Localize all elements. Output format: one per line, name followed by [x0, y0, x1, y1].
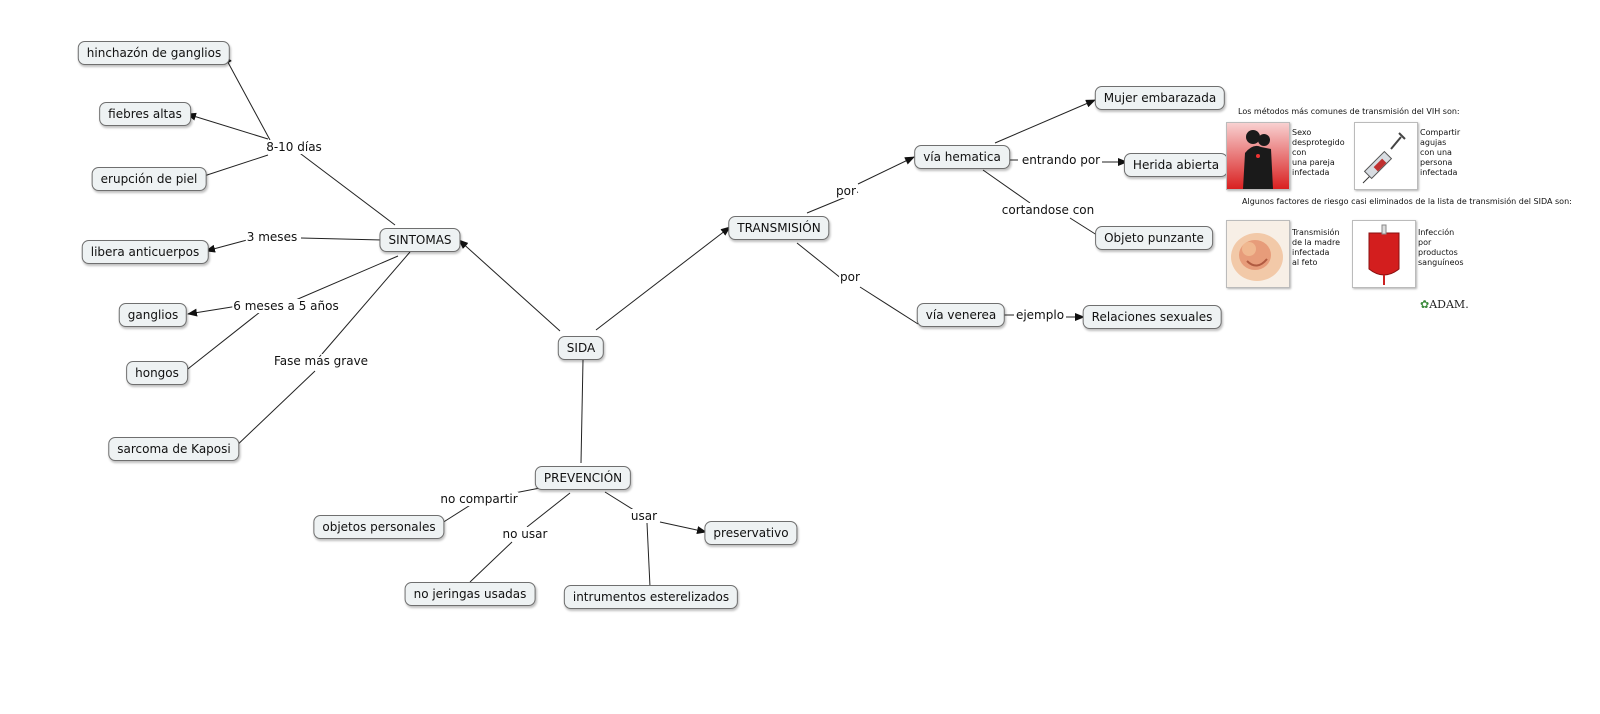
node-no-jeringas[interactable]: no jeringas usadas	[404, 582, 536, 606]
couple-silhouette-icon	[1227, 123, 1289, 189]
node-hinchazon-ganglios[interactable]: hinchazón de ganglios	[77, 41, 231, 65]
edge-3meses-libera	[205, 239, 248, 253]
node-via-hematica[interactable]: vía hematica	[914, 145, 1010, 169]
edge-sida-prevencion	[580, 359, 584, 464]
edge-sintomas-fase	[321, 251, 411, 355]
thumb-couple-image	[1226, 122, 1290, 190]
edge-nousar-jeringas	[469, 541, 513, 583]
node-transmision[interactable]: TRANSMISIÓN	[728, 216, 830, 240]
link-entrando-por: entrando por	[1020, 153, 1102, 167]
edge-sintomas-6meses	[283, 255, 399, 306]
node-erupcion-piel[interactable]: erupción de piel	[91, 167, 207, 191]
adam-logo-text: ADAM.	[1429, 298, 1469, 311]
fetus-icon	[1227, 221, 1289, 287]
link-8-10-dias: 8-10 días	[265, 140, 323, 154]
node-objetos-personales[interactable]: objetos personales	[313, 515, 445, 539]
node-hongos[interactable]: hongos	[126, 361, 188, 385]
node-libera-anticuerpos[interactable]: libera anticuerpos	[81, 240, 209, 264]
syringe-icon	[1355, 123, 1417, 189]
node-instrumentos[interactable]: intrumentos esterelizados	[563, 585, 739, 609]
edge-usar-instrumentos	[646, 522, 651, 588]
edge-nocompartir-objetos	[441, 503, 473, 524]
edge-6meses-ganglios	[187, 305, 239, 317]
thumb-syringe-image	[1354, 122, 1418, 190]
item-infeccion-productos: Infección por productos sanguíneos	[1418, 228, 1464, 267]
link-fase-grave: Fase más grave	[272, 354, 370, 368]
node-via-venerea[interactable]: vía venerea	[916, 303, 1006, 327]
node-sintomas[interactable]: SINTOMAS	[379, 228, 461, 252]
edge-dias-hinchazon	[223, 54, 271, 141]
edge-transmision-por2	[796, 242, 843, 280]
node-ganglios[interactable]: ganglios	[118, 303, 188, 327]
edge-prevencion-nousar	[526, 492, 571, 528]
transmission-info-panel: Los métodos más comunes de transmisión d…	[1224, 104, 1572, 322]
edge-dias-fiebres	[186, 112, 269, 140]
edge-6meses-hongos	[183, 311, 261, 373]
panel-caption-middle: Algunos factores de riesgo casi eliminad…	[1242, 197, 1572, 206]
edge-sintomas-dias	[296, 150, 396, 226]
edge-hematica-mujer	[994, 99, 1096, 144]
node-prevencion[interactable]: PREVENCIÓN	[534, 466, 632, 490]
edge-dias-erupcion	[203, 154, 269, 177]
blood-bag-icon	[1353, 221, 1415, 287]
node-mujer-embarazada[interactable]: Mujer embarazada	[1094, 86, 1226, 110]
link-6-meses: 6 meses a 5 años	[232, 299, 340, 313]
edge-sida-transmision	[595, 226, 731, 331]
item-compartir-agujas: Compartir agujas con una persona infecta…	[1420, 128, 1461, 177]
node-fiebres-altas[interactable]: fiebres altas	[99, 102, 191, 126]
node-relaciones-sexuales[interactable]: Relaciones sexuales	[1082, 305, 1222, 329]
panel-caption-top: Los métodos más comunes de transmisión d…	[1238, 107, 1460, 116]
node-sarcoma-kaposi[interactable]: sarcoma de Kaposi	[108, 437, 240, 461]
edge-por2-venerea	[859, 286, 919, 325]
edge-fase-sarcoma	[231, 370, 316, 451]
thumb-fetus-image	[1226, 220, 1290, 288]
edge-sintomas-3meses	[300, 237, 383, 241]
link-cortandose-con: cortandose con	[1000, 203, 1096, 217]
link-no-compartir: no compartir	[439, 492, 519, 506]
edge-hematica-cortandose	[982, 169, 1031, 204]
item-sexo-desprotegido: Sexo desprotegido con una pareja infecta…	[1292, 128, 1345, 177]
edge-por1-hematica	[857, 156, 915, 185]
edge-prevencion-usar	[604, 491, 638, 513]
node-objeto-punzante[interactable]: Objeto punzante	[1095, 226, 1213, 250]
link-no-usar: no usar	[501, 527, 549, 541]
link-usar: usar	[629, 509, 659, 523]
link-ejemplo: ejemplo	[1014, 308, 1066, 322]
adam-logo: ✿ADAM.	[1420, 298, 1469, 311]
leaf-icon: ✿	[1420, 298, 1430, 311]
node-sida[interactable]: SIDA	[557, 336, 605, 360]
node-herida-abierta[interactable]: Herida abierta	[1123, 153, 1229, 177]
link-3-meses: 3 meses	[245, 230, 299, 244]
edge-cortandose-objeto	[1069, 217, 1101, 238]
node-preservativo[interactable]: preservativo	[704, 521, 798, 545]
thumb-blood-bag-image	[1352, 220, 1416, 288]
link-por-venerea: por	[839, 270, 861, 284]
edge-usar-preservativo	[659, 521, 707, 534]
item-transmision-madre: Transmisión de la madre infectada al fet…	[1292, 228, 1341, 267]
link-por-hematica: por	[835, 184, 857, 198]
edge-sida-sintomas	[458, 239, 561, 332]
